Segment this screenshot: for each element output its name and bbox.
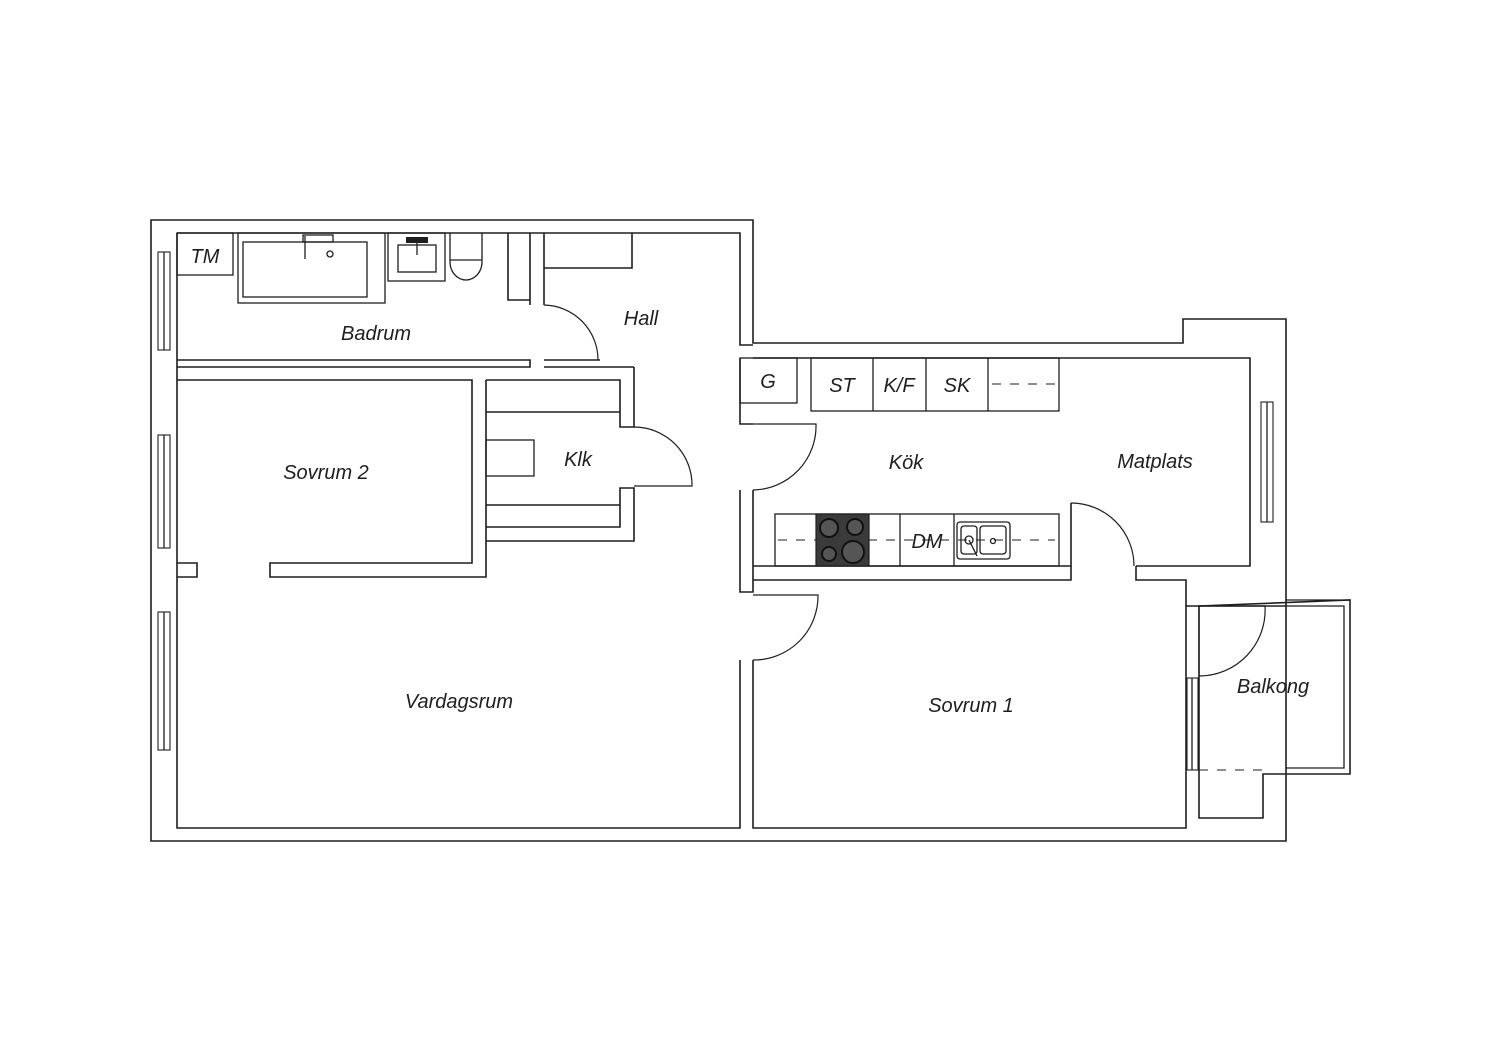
door-kok (752, 423, 817, 491)
doors (543, 304, 1266, 771)
room-labels: Badrum Hall Sovrum 2 Klk Kök Matplats Va… (283, 308, 1309, 717)
bathroom-fixtures: TM (176, 232, 483, 304)
fixture-label-g: G (760, 371, 776, 393)
door-matplats (1070, 502, 1135, 567)
toilet-icon (449, 233, 483, 281)
fixture-label-dm: DM (911, 531, 942, 553)
washer-box (176, 232, 234, 276)
room-label-kok: Kök (889, 452, 924, 474)
door-sovrum1 (752, 594, 819, 661)
kitchen-sink-icon (956, 521, 1011, 560)
fixture-label-sk: SK (944, 375, 972, 397)
windows (157, 251, 1274, 771)
fixture-label-st: ST (829, 375, 856, 397)
room-label-sovrum2: Sovrum 2 (283, 462, 369, 484)
fixture-label-kf: K/F (883, 375, 916, 397)
room-label-sovrum1: Sovrum 1 (928, 695, 1014, 717)
fixture-label-tm: TM (191, 246, 220, 268)
room-label-badrum: Badrum (341, 323, 411, 345)
stove-icon (815, 513, 870, 567)
kitchen-fixtures: G ST K/F SK DM (739, 357, 1060, 567)
g-box (739, 357, 798, 404)
interior-walls (177, 233, 1351, 819)
room-label-vardagsrum: Vardagsrum (405, 691, 513, 713)
room-label-klk: Klk (564, 449, 593, 471)
bathtub (237, 232, 386, 304)
door-badrum (543, 304, 599, 361)
door-balkong (1198, 605, 1266, 677)
door-klk (633, 426, 693, 487)
room-label-balkong: Balkong (1237, 676, 1309, 698)
room-label-matplats: Matplats (1117, 451, 1193, 473)
sink-icon (387, 232, 446, 282)
outer-walls (150, 219, 1287, 842)
room-label-hall: Hall (624, 308, 659, 330)
